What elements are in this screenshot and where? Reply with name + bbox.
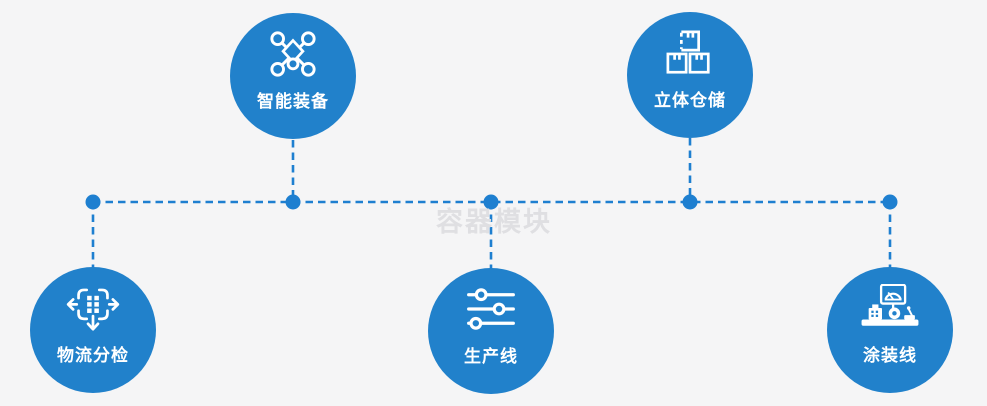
node-label: 物流分检: [57, 346, 129, 366]
junction-dot: [85, 194, 101, 210]
sliders-icon: [466, 283, 516, 335]
node-production-line[interactable]: 生产线: [428, 268, 554, 394]
stacked-boxes-icon: [665, 27, 715, 79]
node-intelligent-equipment[interactable]: 智能装备: [230, 13, 356, 139]
node-coating-line[interactable]: 涂装线: [827, 267, 953, 393]
node-label: 涂装线: [863, 346, 917, 366]
machine-icon: [857, 282, 923, 334]
node-label: 立体仓储: [654, 91, 726, 111]
junction-dot: [285, 194, 301, 210]
watermark: 容器模块: [436, 207, 552, 238]
node-logistics-sorting[interactable]: 物流分检: [30, 267, 156, 393]
junction-dot: [682, 194, 698, 210]
move-sort-icon: [65, 282, 121, 334]
node-stereo-warehouse[interactable]: 立体仓储: [627, 12, 753, 138]
node-label: 生产线: [464, 347, 518, 367]
network-icon: [266, 28, 320, 80]
node-label: 智能装备: [257, 92, 329, 112]
junction-dot: [882, 194, 898, 210]
